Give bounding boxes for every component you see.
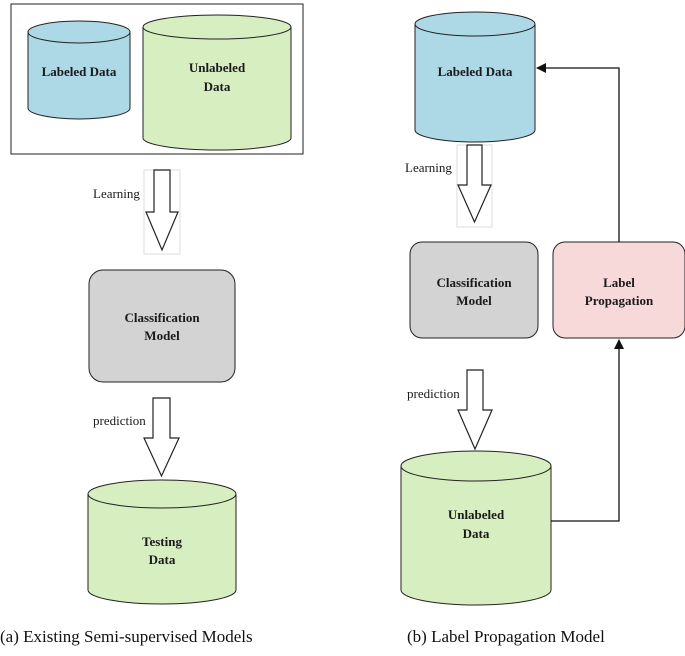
classification-model-label-b-line2: Model bbox=[456, 293, 492, 308]
prediction-arrow-b bbox=[457, 369, 493, 451]
classification-model-box-a: Classification Model bbox=[88, 269, 236, 383]
labeled-data-label-a: Labeled Data bbox=[42, 64, 117, 79]
prediction-label-a: prediction bbox=[93, 413, 146, 428]
caption-a: (a) Existing Semi-supervised Models bbox=[0, 627, 253, 646]
unlabeled-data-cylinder-b: Unlabeled Data bbox=[400, 450, 552, 606]
panel-a: Labeled Data Unlabeled Data Learning Cla… bbox=[0, 3, 304, 646]
input-data-frame bbox=[10, 3, 304, 155]
learning-label-a: Learning bbox=[93, 186, 140, 201]
learning-arrow-b bbox=[457, 144, 492, 224]
unlabeled-data-label-b-line2: Data bbox=[463, 526, 490, 541]
panel-b: Labeled Data Learning Classification Mod… bbox=[400, 11, 685, 646]
edge-unlabeled-to-propagation bbox=[551, 339, 624, 522]
labeled-data-cylinder-b: Labeled Data bbox=[414, 11, 536, 143]
labeled-data-cylinder-a: Labeled Data bbox=[27, 20, 131, 120]
learning-arrow-a bbox=[145, 169, 179, 252]
label-propagation-label-b-line1: Label bbox=[603, 275, 635, 290]
prediction-label-b: prediction bbox=[407, 386, 460, 401]
edge-propagation-to-labeled bbox=[536, 63, 620, 242]
label-propagation-rect-b bbox=[552, 241, 685, 339]
prediction-arrow-a bbox=[143, 397, 180, 478]
labeled-data-label-b: Labeled Data bbox=[438, 64, 513, 79]
label-propagation-label-b-line2: Propagation bbox=[585, 293, 654, 308]
classification-model-label-a-line2: Model bbox=[144, 328, 180, 343]
classification-model-rect-b bbox=[409, 241, 539, 339]
testing-data-cylinder-a: Testing Data bbox=[87, 479, 237, 605]
unlabeled-data-label-a-line2: Data bbox=[204, 79, 231, 94]
classification-model-label-b-line1: Classification bbox=[436, 275, 512, 290]
learning-label-b: Learning bbox=[405, 160, 452, 175]
caption-b: (b) Label Propagation Model bbox=[407, 627, 605, 646]
label-propagation-box-b: Label Propagation bbox=[552, 241, 685, 339]
classification-model-box-b: Classification Model bbox=[409, 241, 539, 339]
classification-model-label-a-line1: Classification bbox=[124, 310, 200, 325]
testing-data-label-a-line2: Data bbox=[149, 552, 176, 567]
unlabeled-data-label-a-line1: Unlabeled bbox=[189, 60, 246, 75]
unlabeled-data-cylinder-a: Unlabeled Data bbox=[142, 14, 292, 151]
testing-data-label-a-line1: Testing bbox=[142, 534, 182, 549]
unlabeled-data-label-b-line1: Unlabeled bbox=[448, 507, 505, 522]
classification-model-rect-a bbox=[88, 269, 236, 383]
